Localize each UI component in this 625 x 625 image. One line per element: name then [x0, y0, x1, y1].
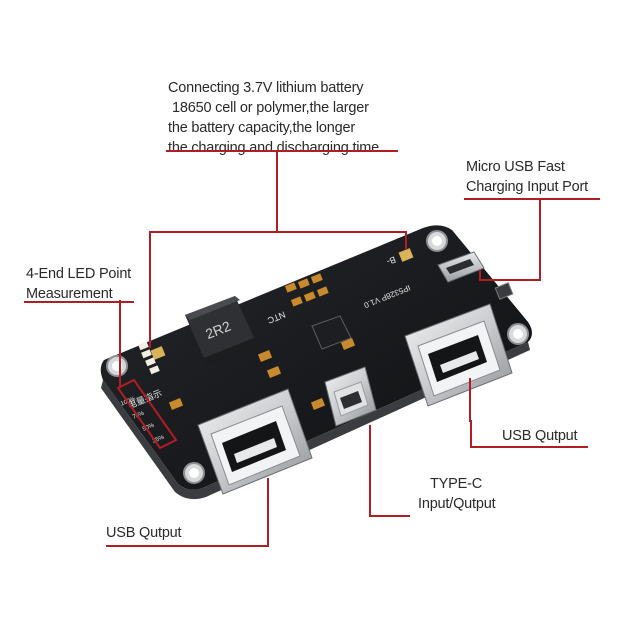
micro-usb-callout: Micro USB Fast Charging Input Port [466, 157, 588, 197]
capacitors [168, 273, 356, 410]
led-callout-line-1: 4-End LED Point [26, 266, 132, 282]
led-highlight-outline [116, 378, 178, 450]
battery-callout-line-3: the battery capacity,the longer [168, 120, 355, 136]
mounting-holes [106, 230, 529, 484]
micro-usb-callout-underline [464, 198, 600, 200]
battery-callout-line-4: the charging and discharging time [168, 140, 380, 156]
silk-led-level-25: 25% [152, 434, 166, 444]
led-callout: 4-End LED Point Measurement [26, 264, 131, 304]
usb-left-callout: USB Qutput [106, 525, 182, 541]
usb-right-callout: USB Qutput [502, 428, 578, 444]
led-indicators [138, 341, 160, 375]
type-c-callout: TYPE-C Input/Qutput [418, 474, 496, 514]
type-c-callout-line-2: Input/Qutput [418, 496, 496, 512]
type-c-callout-line-1: TYPE-C [430, 476, 482, 492]
usb-right-callout-connector [470, 420, 472, 446]
callout-leaders [106, 152, 541, 547]
inductor [185, 296, 254, 366]
battery-callout-underline [166, 150, 398, 152]
led-callout-line-2: Measurement [26, 286, 113, 302]
led-callout-underline [24, 301, 134, 303]
battery-pads [150, 248, 414, 360]
usb-a-port-right [404, 303, 513, 407]
battery-callout-line-2: 18650 cell or polymer,the larger [172, 100, 369, 116]
usb-right-callout-underline [470, 446, 588, 448]
silk-b-minus: B- [385, 254, 397, 267]
usb-a-port-left [197, 388, 313, 495]
micro-usb-port [437, 251, 485, 283]
silk-led-level-50: 50% [142, 422, 156, 432]
ic-chip [311, 315, 352, 350]
silk-led-level-75: 75% [132, 410, 146, 420]
battery-callout-line-1: Connecting 3.7V lithium battery [168, 80, 364, 96]
micro-usb-callout-line-1: Micro USB Fast [466, 159, 565, 175]
type-c-port [324, 366, 377, 427]
micro-usb-callout-line-2: Charging Input Port [466, 179, 588, 195]
battery-callout: Connecting 3.7V lithium battery 18650 ce… [168, 78, 379, 158]
tact-switch [494, 282, 514, 300]
